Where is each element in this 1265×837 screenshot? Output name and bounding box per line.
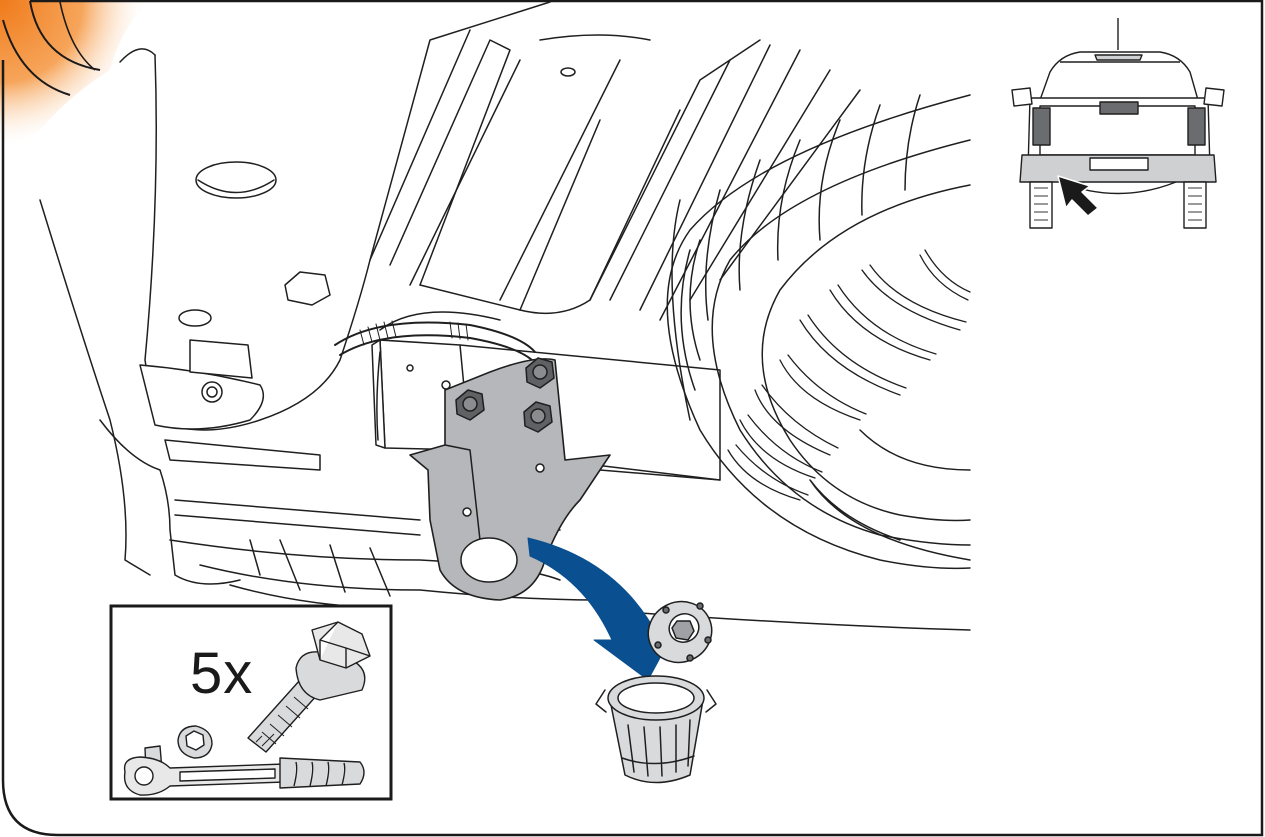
tools-inset: [109, 604, 393, 801]
discard-arrow: [527, 537, 675, 681]
bracket-part: [409, 357, 611, 601]
discarded-cap-part: [647, 600, 713, 664]
vehicle-rear-view-inset: [1011, 18, 1225, 229]
orange-corner-accent: [0, 0, 150, 150]
bolt-head: [525, 357, 555, 389]
bolt-head: [455, 389, 485, 421]
bolt-icon: [247, 621, 371, 753]
bolt-head: [523, 401, 553, 433]
ratchet-wrench-icon: [123, 745, 365, 796]
underbody-panel: [39, 1, 971, 631]
quantity-label: 5x: [190, 641, 254, 706]
location-indicator-arrow: [1057, 175, 1099, 217]
hex-socket-icon: [177, 725, 213, 759]
tire-illustration: [666, 94, 971, 570]
trash-bin-icon: [595, 675, 717, 784]
